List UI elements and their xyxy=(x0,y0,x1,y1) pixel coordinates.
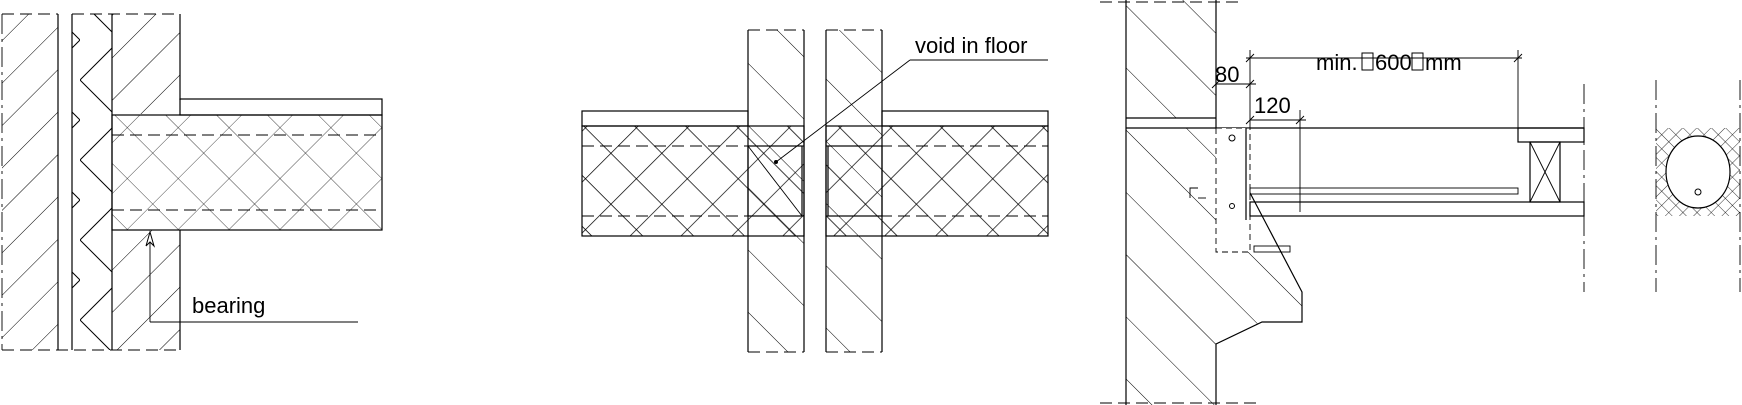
void-detail: void in floor xyxy=(581,29,1049,353)
floor-panel-end xyxy=(1517,84,1585,292)
missing-glyph-box xyxy=(1411,52,1424,71)
bearing-label: bearing xyxy=(192,293,265,318)
dim-min-value: 600 xyxy=(1375,50,1412,75)
outer-wall-leaf xyxy=(1,14,59,350)
dimension-lines xyxy=(1211,50,1523,128)
missing-glyph-box xyxy=(1361,52,1374,71)
floor-edge-lines xyxy=(1126,117,1584,129)
trimmer-joist xyxy=(1249,128,1585,253)
middle-wall-leaf xyxy=(71,14,113,350)
void-leader xyxy=(775,59,911,163)
floor-screed-right xyxy=(881,110,1049,127)
dim-120-label: 120 xyxy=(1254,93,1291,118)
dim-80-label: 80 xyxy=(1215,62,1239,87)
void-label: void in floor xyxy=(915,33,1028,58)
bearer-plate xyxy=(1189,127,1251,253)
section-panel xyxy=(1655,80,1741,292)
floor-panel xyxy=(111,114,383,231)
void-opening xyxy=(747,145,883,217)
dim-min-unit: mm xyxy=(1425,50,1462,75)
inner-wall-leaf xyxy=(2,13,181,351)
bearing-leader xyxy=(145,230,358,323)
floor-screed xyxy=(179,98,383,116)
masonry-wall xyxy=(1100,0,1303,405)
floor-screed-left xyxy=(581,110,749,127)
bearing-detail: bearing xyxy=(1,13,383,351)
floor-panel-left xyxy=(581,125,805,237)
floor-panel-right xyxy=(825,125,1049,237)
trimmer-detail: 80 120 min. 600 mm xyxy=(1100,0,1741,405)
dim-min-label: min. 600 mm xyxy=(1316,50,1462,75)
dim-min-prefix: min. xyxy=(1316,50,1358,75)
